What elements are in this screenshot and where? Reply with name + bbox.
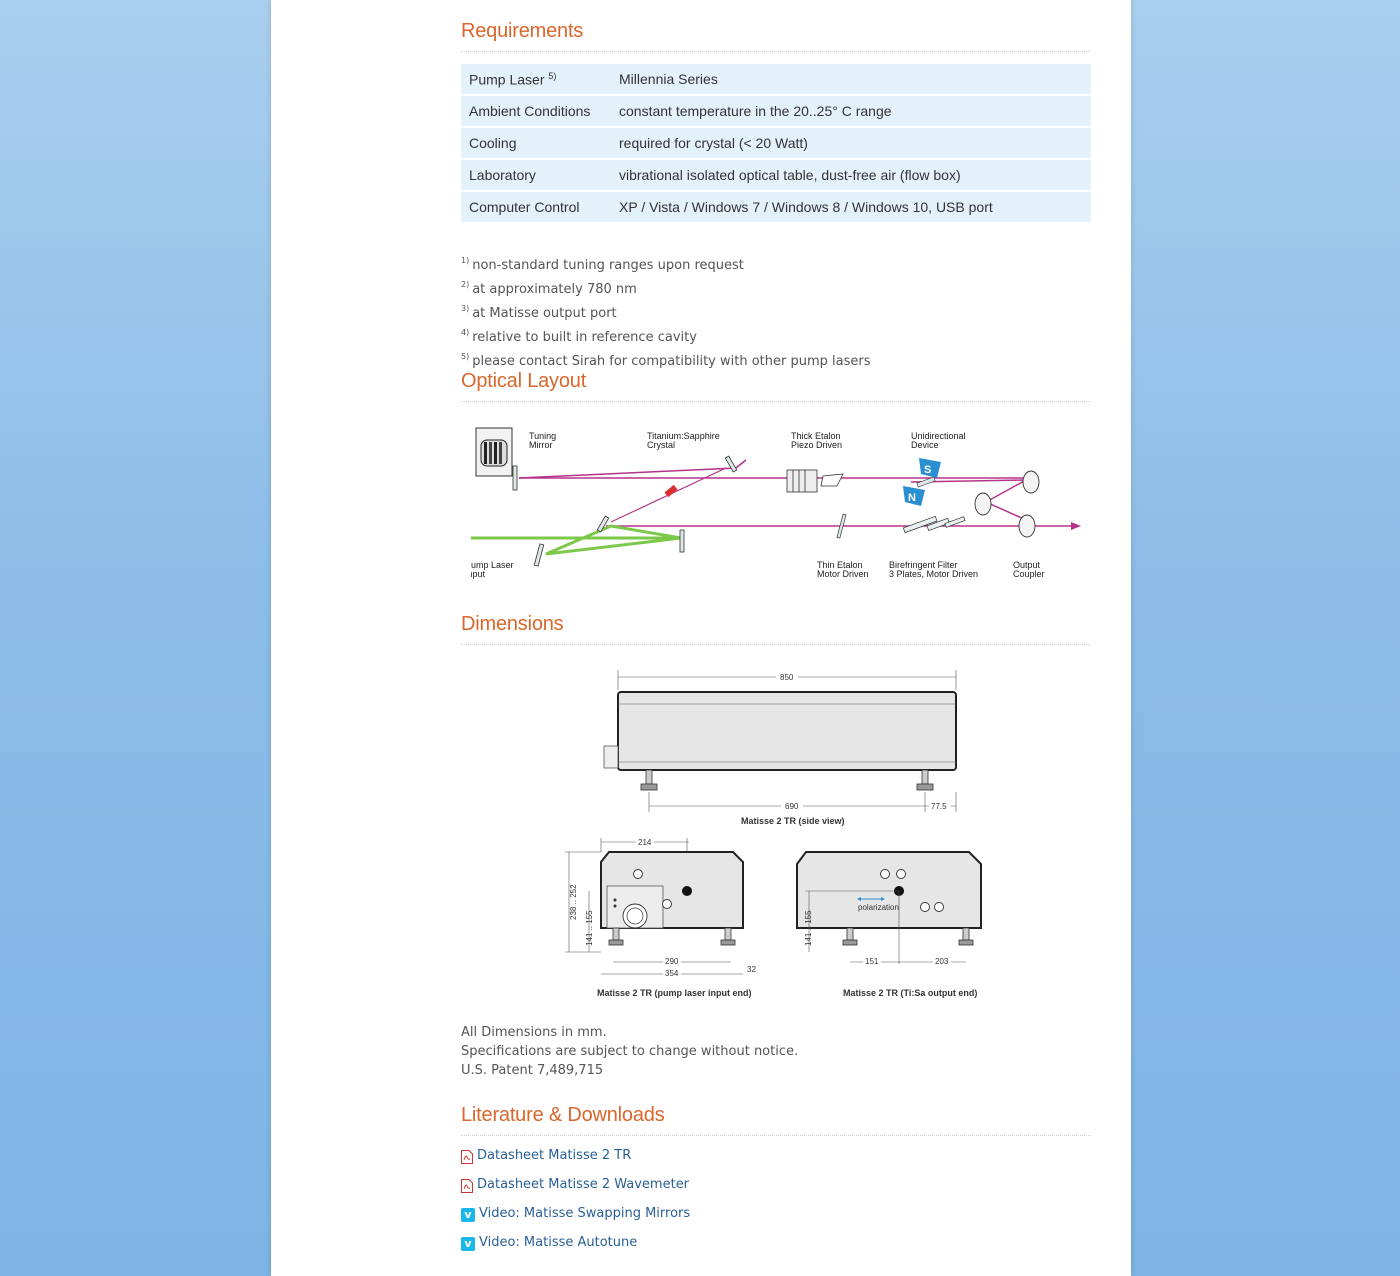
table-row: Ambient Conditions constant temperature … [461,96,1091,126]
note-text: Specifications are subject to change wit… [461,1044,799,1059]
svg-text:Mirror: Mirror [529,440,553,450]
unidirectional-device-icon: S N [903,458,941,506]
pdf-icon [461,1179,473,1193]
requirement-key: Laboratory [461,160,611,190]
svg-text:203: 203 [935,957,949,966]
requirement-key: Computer Control [461,192,611,222]
autotune-video-link[interactable]: v Video: Matisse Autotune [461,1233,690,1262]
footnote: 5)please contact Sirah for compatibility… [461,352,871,369]
svg-text:Input: Input [471,569,486,579]
svg-text:690: 690 [785,802,799,811]
dimension-notes: All Dimensions in mm. Specifications are… [461,1023,798,1080]
swapping-mirrors-video-link[interactable]: v Video: Matisse Swapping Mirrors [461,1204,690,1233]
svg-text:77.5: 77.5 [931,802,947,811]
table-row: Computer Control XP / Vista / Windows 7 … [461,192,1091,222]
svg-text:Birefringent Filter: Birefringent Filter [889,560,958,570]
output-coupler-icon [1018,514,1036,538]
requirement-key: Cooling [461,128,611,158]
table-row: Laboratory vibrational isolated optical … [461,160,1091,190]
svg-text:Coupler: Coupler [1013,569,1045,579]
requirement-value: XP / Vista / Windows 7 / Windows 8 / Win… [611,192,1091,222]
svg-text:polarization: polarization [858,903,899,912]
footnotes: 1)non-standard tuning ranges upon reques… [461,251,870,371]
crystal-icon [664,484,678,498]
requirement-value: constant temperature in the 20..25° C ra… [611,96,1091,126]
output-end-drawing: polarization 141 .. 155 151 203 Matisse … [796,851,982,998]
requirement-value: vibrational isolated optical table, dust… [611,160,1091,190]
requirement-key: Ambient Conditions [461,96,611,126]
wavemeter-datasheet-link[interactable]: Datasheet Matisse 2 Wavemeter [461,1175,690,1204]
svg-text:Thin Etalon: Thin Etalon [817,560,863,570]
svg-text:32: 32 [747,965,756,974]
requirement-value: Millennia Series [611,64,1091,94]
svg-text:Thick Etalon: Thick Etalon [791,431,841,441]
note-text: All Dimensions in mm. [461,1025,607,1040]
svg-text:N: N [908,492,916,504]
downloads-list: Datasheet Matisse 2 TR Datasheet Matisse… [461,1146,690,1262]
svg-text:151: 151 [865,957,879,966]
svg-text:290: 290 [665,957,679,966]
svg-text:Motor Driven: Motor Driven [817,569,869,579]
optical-layout-heading: Optical Layout [461,370,1091,402]
svg-text:141 .. 155: 141 .. 155 [804,910,813,946]
literature-heading: Literature & Downloads [461,1104,1091,1136]
svg-text:214: 214 [638,838,652,847]
note-text: U.S. Patent 7,489,715 [461,1063,604,1078]
requirement-value: required for crystal (< 20 Watt) [611,128,1091,158]
datasheet-link[interactable]: Datasheet Matisse 2 TR [461,1146,690,1175]
pdf-icon [461,1150,473,1164]
svg-text:Matisse 2 TR (side view): Matisse 2 TR (side view) [741,816,845,826]
requirements-heading: Requirements [461,20,1091,52]
thin-etalon-icon [836,513,847,539]
requirement-key: Pump Laser 5) [461,64,611,94]
footnote: 1)non-standard tuning ranges upon reques… [461,256,744,273]
svg-text:238 .. 252: 238 .. 252 [569,884,578,920]
footnote: 2)at approximately 780 nm [461,280,637,297]
svg-text:354: 354 [665,969,679,978]
svg-text:Matisse 2 TR (Ti:Sa output end: Matisse 2 TR (Ti:Sa output end) [843,988,977,998]
svg-text:3 Plates, Motor Driven: 3 Plates, Motor Driven [889,569,978,579]
svg-text:Output: Output [1013,560,1041,570]
birefringent-filter-icon [902,515,966,534]
svg-text:141 .. 155: 141 .. 155 [585,910,594,946]
svg-text:Tuning: Tuning [529,431,556,441]
vimeo-icon: v [461,1237,475,1251]
footnote: 3)at Matisse output port [461,304,617,321]
page-content: Requirements Pump Laser 5) Millennia Ser… [271,0,1131,1276]
dimensions-heading: Dimensions [461,613,1091,645]
svg-text:S: S [924,464,931,476]
tuning-mirror-icon [475,427,518,491]
table-row: Pump Laser 5) Millennia Series [461,64,1091,94]
svg-text:Crystal: Crystal [647,440,675,450]
optical-layout-diagram: S N Tuning Mirror Titanium:Sapphire Crys… [471,427,1081,579]
svg-text:Pump Laser: Pump Laser [471,560,514,570]
pump-end-drawing: 214 238 .. 252 141 .. 155 [565,838,756,998]
svg-text:850: 850 [780,673,794,682]
thick-etalon-icon [786,469,844,493]
svg-text:Unidirectional: Unidirectional [911,431,966,441]
svg-text:Piezo Driven: Piezo Driven [791,440,842,450]
side-view-drawing: 850 690 77.5 Matisse 2 TR (side view) [603,670,957,826]
table-row: Cooling required for crystal (< 20 Watt) [461,128,1091,158]
requirements-table: Pump Laser 5) Millennia Series Ambient C… [461,62,1091,224]
svg-text:Device: Device [911,440,939,450]
vimeo-icon: v [461,1208,475,1222]
svg-text:Titanium:Sapphire: Titanium:Sapphire [647,431,720,441]
footnote: 4)relative to built in reference cavity [461,328,697,345]
svg-text:Matisse 2 TR (pump laser input: Matisse 2 TR (pump laser input end) [597,988,752,998]
dimensions-drawing: 850 690 77.5 Matisse 2 TR (side view) [565,670,982,998]
